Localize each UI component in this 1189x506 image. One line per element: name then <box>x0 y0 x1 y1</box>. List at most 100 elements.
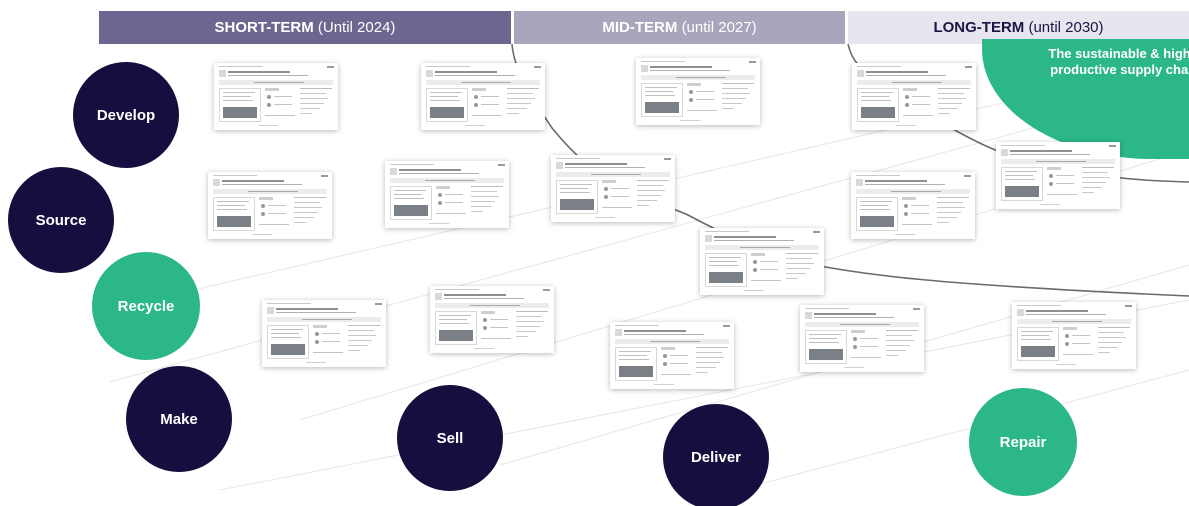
slide-placeholder <box>315 332 319 336</box>
use-case-slide[interactable] <box>636 58 760 125</box>
slide-placeholder <box>664 158 671 164</box>
slide-placeholder <box>809 338 837 339</box>
slide-placeholder <box>865 180 927 182</box>
slide-placeholder <box>228 71 290 73</box>
use-case-slide[interactable] <box>421 63 545 130</box>
slide-placeholder <box>615 329 622 336</box>
use-case-slide[interactable] <box>262 300 386 367</box>
slide-placeholder <box>223 100 253 101</box>
slide-placeholder <box>1109 145 1116 151</box>
slide-placeholder <box>439 315 471 316</box>
slide-placeholder <box>705 253 747 287</box>
slide-placeholder <box>265 88 279 91</box>
use-case-slide[interactable] <box>430 286 554 353</box>
slide-placeholder <box>722 98 746 99</box>
slide-placeholder <box>394 205 428 216</box>
slide-placeholder <box>856 197 898 231</box>
slide-placeholder <box>595 217 615 218</box>
slide-placeholder <box>222 184 302 185</box>
use-case-slide[interactable] <box>700 228 824 295</box>
slide-placeholder <box>805 330 847 364</box>
use-case-slide[interactable] <box>385 161 509 228</box>
slide-placeholder <box>903 88 917 91</box>
slide-placeholder <box>722 93 750 94</box>
slide-placeholder <box>641 83 683 117</box>
slide-placeholder <box>560 192 590 193</box>
slide-placeholder <box>637 185 663 186</box>
slide-placeholder <box>722 83 754 84</box>
slide-placeholder <box>851 330 865 333</box>
slide-placeholder <box>696 91 714 92</box>
stage-develop-circle[interactable]: Develop <box>73 62 179 168</box>
slide-placeholder <box>426 66 470 67</box>
slide-placeholder <box>543 289 550 295</box>
slide-placeholder <box>670 355 688 356</box>
slide-placeholder <box>1049 182 1053 186</box>
slide-placeholder <box>425 180 475 181</box>
slide-placeholder <box>786 258 812 259</box>
slide-placeholder <box>565 163 627 165</box>
slide-placeholder <box>861 92 893 93</box>
slide-placeholder <box>217 209 247 210</box>
slide-placeholder <box>217 216 251 227</box>
use-case-slide[interactable] <box>851 172 975 239</box>
slide-placeholder <box>1036 161 1086 162</box>
stage-sell-circle[interactable]: Sell <box>397 385 503 491</box>
slide-placeholder <box>261 212 265 216</box>
slide-placeholder <box>435 75 515 76</box>
stage-recycle-circle[interactable]: Recycle <box>92 252 200 360</box>
use-case-slide[interactable] <box>208 172 332 239</box>
slide-placeholder <box>937 202 963 203</box>
slide-placeholder <box>902 197 916 200</box>
slide-placeholder <box>565 167 645 168</box>
use-case-slide[interactable] <box>1012 302 1136 369</box>
slide-placeholder <box>471 186 503 187</box>
slide-placeholder <box>786 278 798 279</box>
slide-placeholder <box>348 325 380 326</box>
slide-placeholder <box>252 234 272 235</box>
slide-placeholder <box>426 70 433 77</box>
slide-placeholder <box>645 102 679 113</box>
slide-placeholder <box>445 202 463 203</box>
stage-deliver-circle[interactable]: Deliver <box>663 404 769 506</box>
use-case-slide[interactable] <box>852 63 976 130</box>
slide-placeholder <box>560 184 592 185</box>
slide-placeholder <box>637 195 661 196</box>
slide-placeholder <box>913 308 920 314</box>
slide-placeholder <box>271 337 301 338</box>
slide-placeholder <box>865 184 945 185</box>
slide-placeholder <box>1082 187 1102 188</box>
use-case-slide[interactable] <box>551 155 675 222</box>
slide-placeholder <box>1072 343 1090 344</box>
slide-placeholder <box>438 201 442 205</box>
slide-placeholder <box>254 82 304 83</box>
use-case-slide[interactable] <box>610 322 734 389</box>
slide-placeholder <box>1056 364 1076 365</box>
use-case-slide[interactable] <box>996 142 1120 209</box>
phase-long-label: LONG-TERM <box>933 19 1025 36</box>
slide-placeholder <box>471 211 483 212</box>
slide-placeholder <box>840 324 890 325</box>
slide-placeholder <box>1017 305 1061 306</box>
slide-placeholder <box>645 87 677 88</box>
slide-placeholder <box>709 265 739 266</box>
stage-repair-circle[interactable]: Repair <box>969 388 1077 496</box>
stage-source-circle[interactable]: Source <box>8 167 114 273</box>
slide-placeholder <box>866 75 946 76</box>
slide-placeholder <box>856 175 900 176</box>
slide-placeholder <box>435 71 497 73</box>
use-case-slide[interactable] <box>800 305 924 372</box>
phase-short-period: (Until 2024) <box>317 19 396 36</box>
use-case-slide[interactable] <box>214 63 338 130</box>
slide-placeholder <box>1082 177 1110 178</box>
slide-placeholder <box>294 202 320 203</box>
slide-placeholder <box>619 359 649 360</box>
stage-make-circle[interactable]: Make <box>126 366 232 472</box>
slide-placeholder <box>507 88 539 89</box>
slide-placeholder <box>696 347 728 348</box>
stage-source-label: Source <box>35 211 87 229</box>
slide-placeholder <box>516 321 544 322</box>
slide-placeholder <box>348 335 376 336</box>
slide-placeholder <box>439 323 469 324</box>
